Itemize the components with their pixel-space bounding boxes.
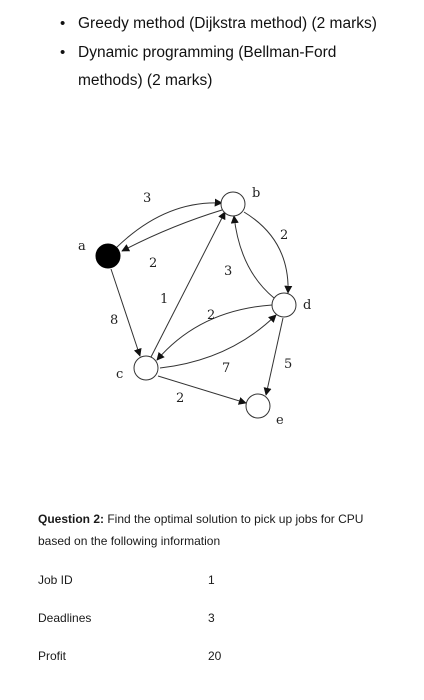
graph-diagram: a b c d e 3 2 8 1 2 3 2 7 2 5 [78, 186, 311, 428]
edge-c-e [157, 375, 247, 405]
row-deadlines: Deadlines 3 [38, 611, 215, 625]
edge-b-d [243, 211, 293, 294]
row-label: Profit [38, 649, 67, 663]
edge-weight-c-b: 1 [160, 292, 168, 307]
edge-c-b [150, 211, 226, 358]
node-c [133, 355, 159, 381]
bullet-text: Dynamic programming (Bellman-Ford method… [78, 44, 337, 89]
bullet-list: • Greedy method (Dijkstra method) (2 mar… [60, 10, 390, 95]
bullet-item-greedy: • Greedy method (Dijkstra method) (2 mar… [60, 10, 390, 38]
node-label-c: c [116, 367, 123, 382]
question-text: Find the optimal solution to pick up job… [38, 512, 364, 548]
row-job-id: Job ID 1 [38, 573, 215, 587]
question-label: Question 2: [38, 512, 105, 526]
edge-weight-d-b: 3 [224, 264, 232, 279]
edge-weight-a-c: 8 [110, 313, 118, 328]
row-profit: Profit 20 [38, 649, 221, 663]
edge-weight-d-c: 2 [207, 308, 215, 323]
bullet-item-dynamic: • Dynamic programming (Bellman-Ford meth… [60, 39, 390, 95]
bullet-text: Greedy method (Dijkstra method) (2 marks… [78, 15, 377, 32]
question-2: Question 2: Find the optimal solution to… [38, 508, 398, 552]
edge-weight-c-d: 7 [222, 361, 230, 376]
edge-b-a [121, 209, 223, 252]
edge-weight-d-e: 5 [284, 357, 292, 372]
node-label-e: e [276, 413, 284, 428]
bullet-dot-icon: • [60, 44, 66, 61]
node-a [95, 243, 121, 269]
edge-d-e [263, 317, 284, 396]
row-value: 20 [208, 649, 222, 663]
node-label-a: a [78, 239, 86, 254]
edge-weight-b-d: 2 [280, 228, 288, 243]
edge-c-d [159, 314, 277, 369]
edge-weight-a-b: 3 [143, 191, 151, 206]
bullet-dot-icon: • [60, 15, 66, 32]
row-value: 1 [208, 573, 215, 587]
edge-weight-c-e: 2 [176, 391, 184, 406]
row-label: Job ID [38, 573, 73, 587]
row-label: Deadlines [38, 611, 92, 625]
node-label-d: d [303, 298, 311, 313]
edge-a-b [115, 198, 223, 249]
row-value: 3 [208, 611, 215, 625]
edge-d-c [156, 304, 273, 361]
edge-a-c [110, 268, 142, 357]
node-b [220, 191, 246, 217]
node-label-b: b [252, 186, 260, 201]
node-d [271, 292, 297, 318]
edge-d-b [230, 215, 275, 299]
edge-weight-b-a: 2 [149, 256, 157, 271]
node-e [245, 393, 271, 419]
